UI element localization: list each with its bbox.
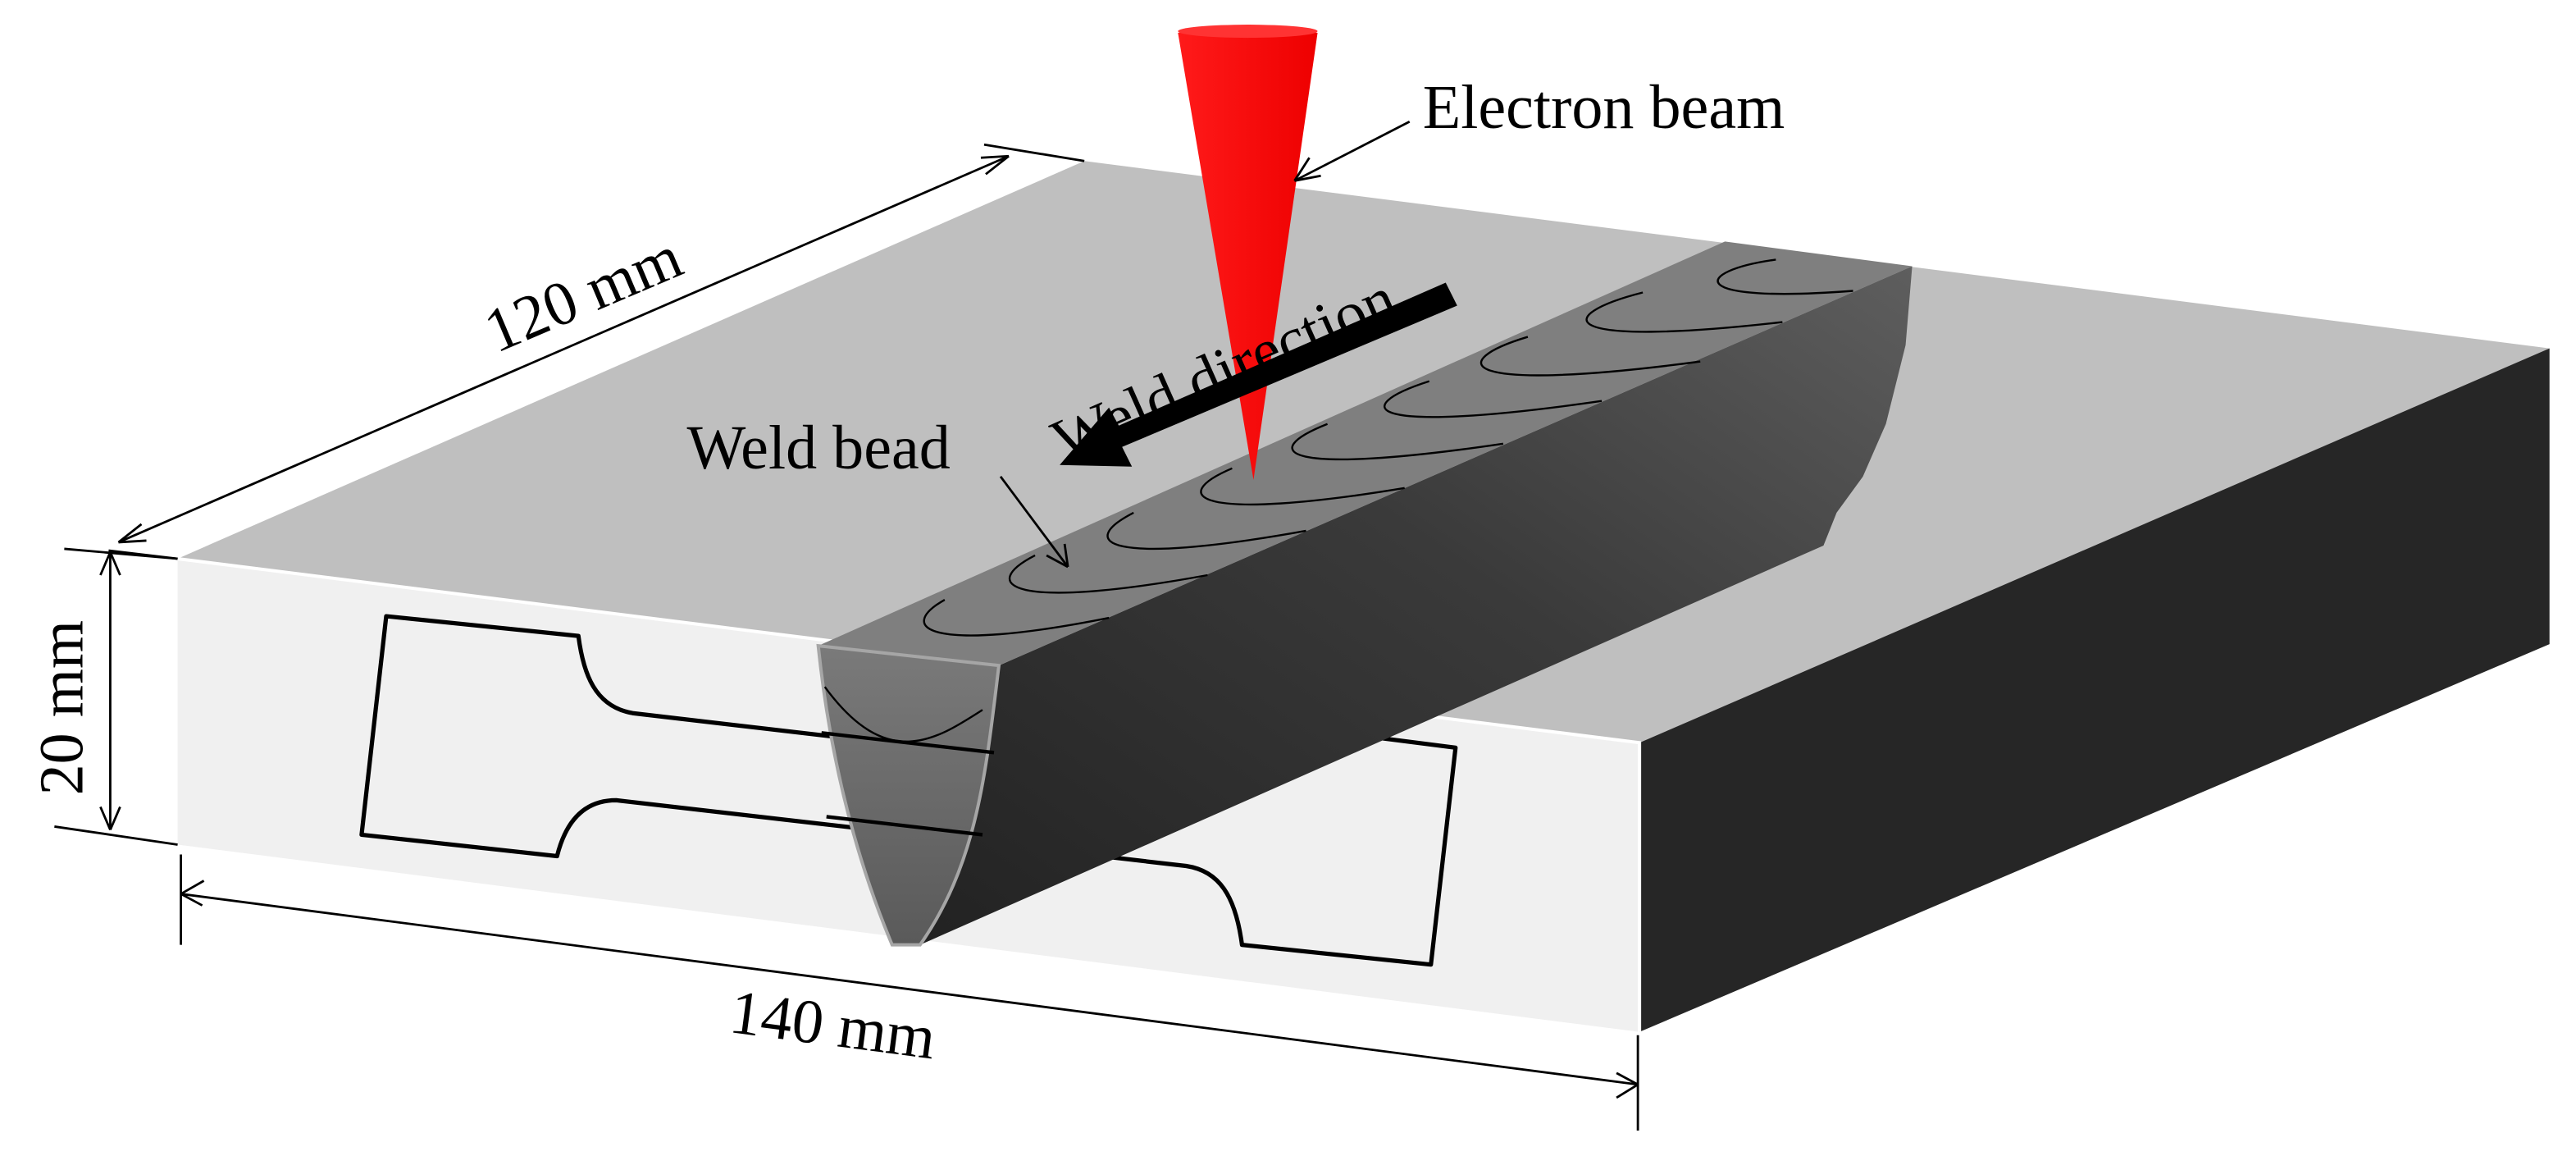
depth-dimension-label: 120 mm bbox=[475, 222, 691, 367]
weld-bead-top bbox=[818, 241, 1913, 666]
leader-lines bbox=[999, 120, 1411, 569]
electron-beam-label: Electron beam bbox=[1423, 73, 1785, 142]
front-face-edge bbox=[177, 556, 1642, 1032]
weld-bead-side bbox=[919, 266, 1913, 945]
weld-bead-label: Weld bead bbox=[686, 414, 950, 482]
direction-arrow-icon bbox=[1060, 282, 1457, 467]
specimen-outline-over-weld bbox=[821, 731, 995, 837]
width-dimension-label: 140 mm bbox=[726, 977, 939, 1072]
weld-bead-ripples bbox=[923, 258, 1853, 637]
dimension-lines bbox=[54, 143, 1639, 1131]
block-side-face bbox=[1639, 348, 2550, 1032]
height-dimension-label: 20 mm bbox=[27, 620, 96, 795]
cone-beam-icon bbox=[1178, 25, 1318, 480]
tensile-specimen-outline bbox=[359, 614, 1458, 967]
